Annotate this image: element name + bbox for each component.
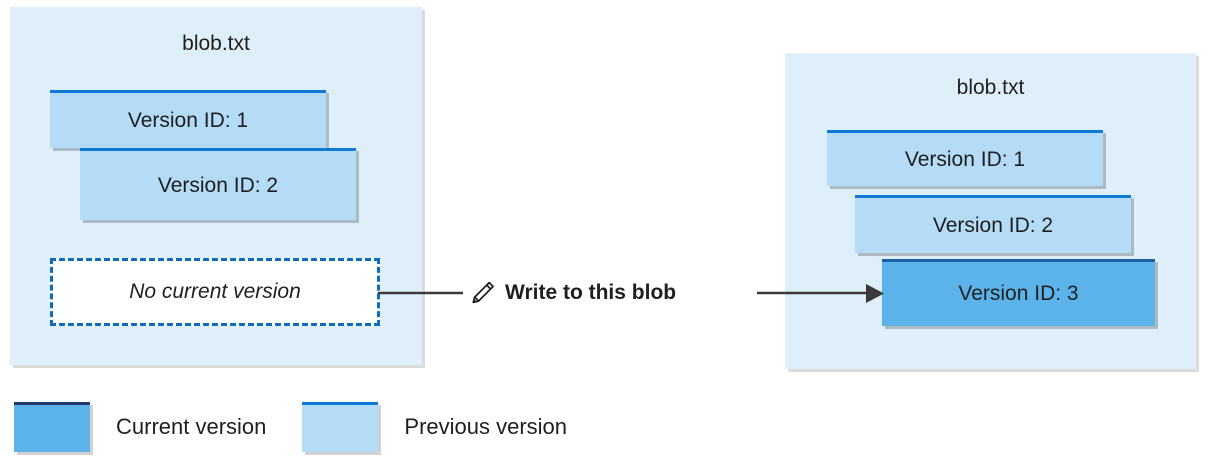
legend-swatch-previous-version: [302, 402, 379, 452]
after-version-card-3-current: Version ID: 3: [882, 259, 1155, 326]
before-version-card-2: Version ID: 2: [80, 148, 356, 220]
legend: Current version Previous version: [14, 402, 567, 452]
legend-spacer: [266, 427, 302, 428]
after-blob-title: blob.txt: [956, 76, 1025, 99]
no-current-version-box: No current version: [50, 258, 380, 326]
no-current-version-label: No current version: [129, 280, 301, 303]
after-version-card-1-label: Version ID: 1: [904, 147, 1026, 171]
before-version-card-1-label: Version ID: 1: [127, 108, 249, 132]
legend-label-previous-version: Previous version: [404, 414, 568, 439]
write-action: Write to this blob: [470, 280, 676, 306]
write-action-label: Write to this blob: [505, 281, 677, 304]
after-version-card-3-label: Version ID: 3: [958, 282, 1079, 305]
after-version-card-1: Version ID: 1: [827, 130, 1103, 186]
pencil-icon: [472, 281, 494, 304]
before-blob-title: blob.txt: [182, 32, 250, 55]
legend-label-current-version: Current version: [116, 414, 267, 439]
before-version-card-2-label: Version ID: 2: [157, 173, 279, 197]
after-version-card-2: Version ID: 2: [855, 195, 1131, 253]
before-version-card-1: Version ID: 1: [50, 90, 326, 148]
legend-item-previous-version: Previous version: [302, 402, 567, 452]
legend-swatch-current-version: [14, 402, 90, 452]
legend-item-current-version: Current version: [14, 402, 266, 452]
after-version-card-2-label: Version ID: 2: [932, 213, 1054, 237]
